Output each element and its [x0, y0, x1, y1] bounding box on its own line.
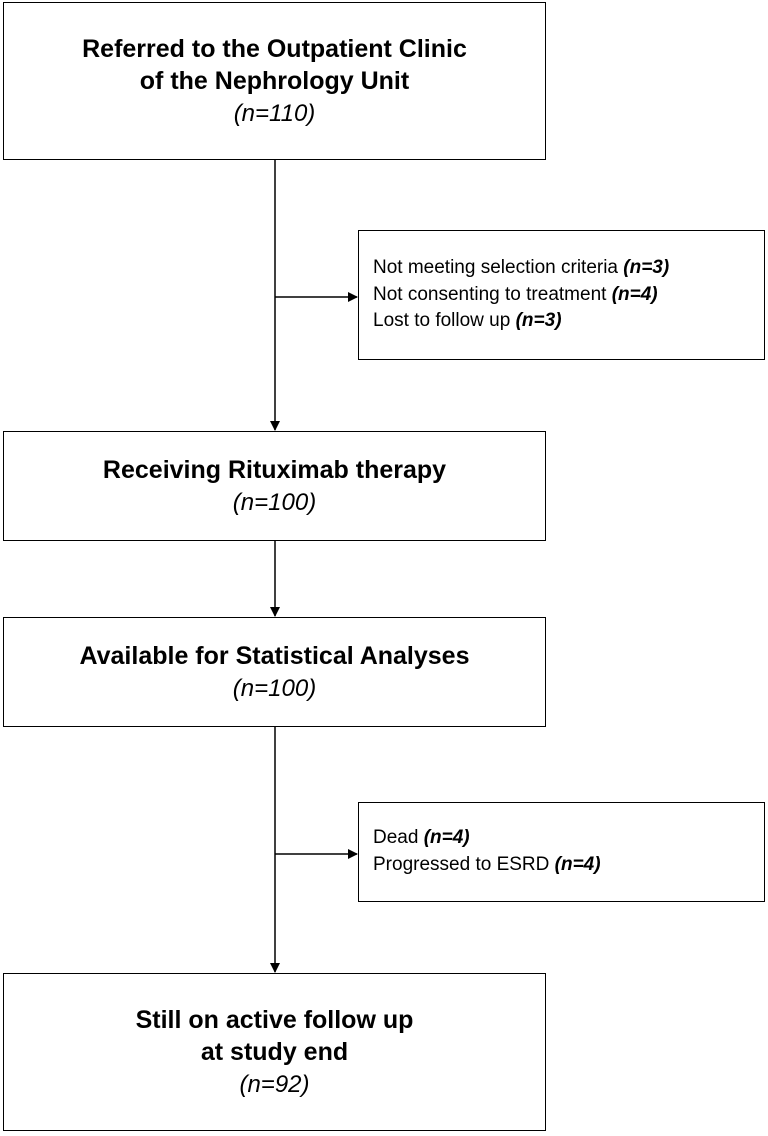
box-referred: Referred to the Outpatient Clinic of the…: [3, 2, 546, 160]
exclusion-item: Not consenting to treatment (n=4): [373, 282, 750, 309]
referred-title-line2: of the Nephrology Unit: [139, 67, 410, 96]
exclusion-count: (n=4): [611, 283, 658, 305]
available-count: (n=100): [232, 674, 317, 702]
box-still-active: Still on active follow up at study end (…: [3, 973, 546, 1131]
still-title-line1: Still on active follow up: [135, 1005, 414, 1034]
referred-count: (n=110): [233, 99, 316, 127]
exclusion-text: Lost to follow up: [373, 310, 516, 332]
exclusion-item: Not meeting selection criteria (n=3): [373, 255, 750, 282]
box-exclusions-1: Not meeting selection criteria (n=3) Not…: [358, 230, 765, 360]
exclusion-text: Progressed to ESRD: [373, 854, 555, 875]
exclusion-text: Dead: [373, 827, 424, 849]
exclusion-count: (n=4): [554, 854, 601, 875]
exclusion-item: Dead (n=4): [373, 825, 750, 852]
exclusion-count: (n=3): [515, 310, 562, 332]
exclusion-text: Not consenting to treatment: [373, 283, 612, 305]
exclusion-count: (n=3): [623, 257, 670, 279]
exclusion-item: Progressed to ESRD (n=4): [373, 852, 750, 879]
box-exclusions-2: Dead (n=4) Progressed to ESRD (n=4): [358, 802, 765, 902]
exclusion-count: (n=4): [423, 827, 470, 849]
referred-title-line1: Referred to the Outpatient Clinic: [82, 34, 467, 63]
exclusion-item: Lost to follow up (n=3): [373, 308, 750, 335]
box-receiving: Receiving Rituximab therapy (n=100): [3, 431, 546, 541]
receiving-count: (n=100): [232, 488, 317, 516]
available-title: Available for Statistical Analyses: [79, 642, 470, 671]
box-available: Available for Statistical Analyses (n=10…: [3, 617, 546, 727]
still-title-line2: at study end: [200, 1038, 349, 1067]
still-count: (n=92): [239, 1070, 310, 1098]
receiving-title: Receiving Rituximab therapy: [102, 456, 447, 485]
exclusion-text: Not meeting selection criteria: [373, 257, 624, 279]
